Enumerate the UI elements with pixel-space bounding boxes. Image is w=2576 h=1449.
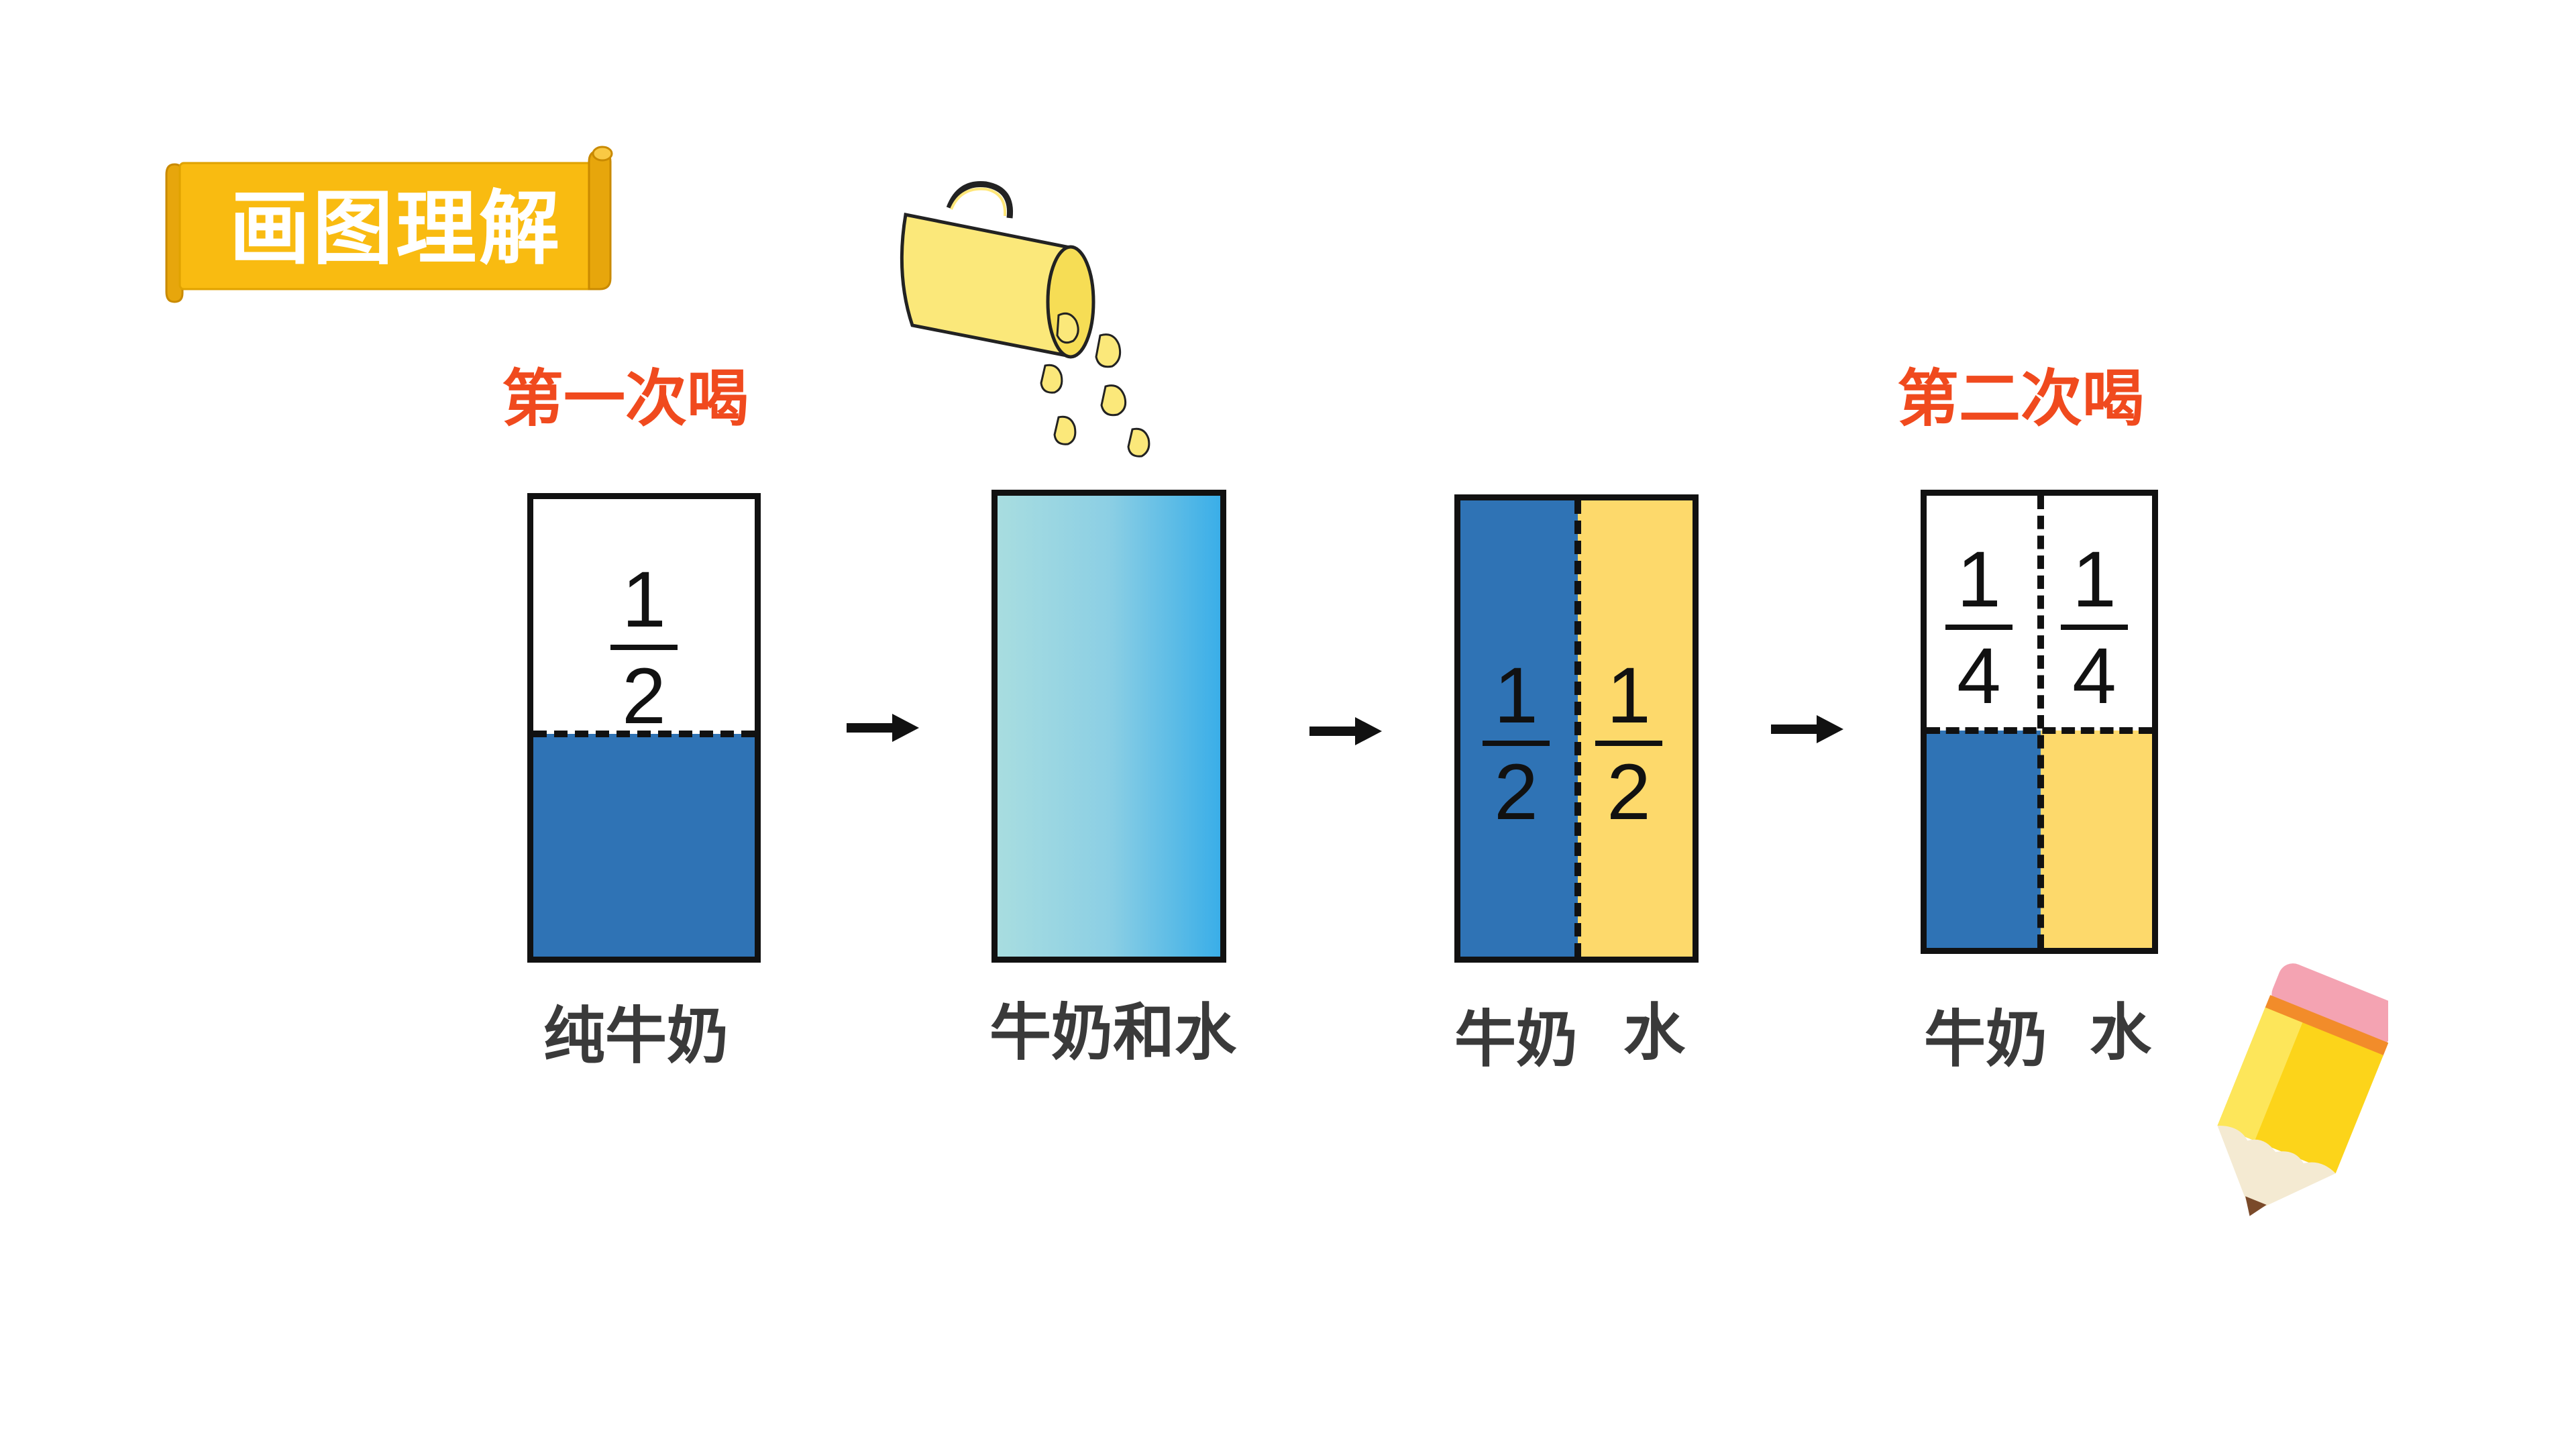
divider-line <box>2037 496 2044 948</box>
beaker-milk-water-mix <box>991 490 1226 963</box>
beaker-second-drink <box>1921 490 2158 954</box>
fraction-numerator: 1 <box>1494 651 1538 740</box>
fraction-milk-quarter: 1 4 <box>1945 540 2012 716</box>
fraction-numerator: 1 <box>1607 651 1651 740</box>
water-half <box>1578 500 1693 957</box>
half-line <box>533 731 755 737</box>
beaker-milk-water-halves <box>1454 494 1699 963</box>
water-quarter <box>2041 731 2152 948</box>
milk-fill <box>533 734 755 957</box>
fraction-milk-half: 1 2 <box>1483 656 1550 832</box>
fraction-bar <box>610 645 678 650</box>
label-milk-and-water: 牛奶和水 <box>989 997 1237 1069</box>
arrow-right-icon <box>1771 715 1843 743</box>
arrow-right-icon <box>847 714 919 742</box>
label-milk: 牛奶 <box>1454 1004 1578 1075</box>
label-water: 水 <box>2090 997 2152 1069</box>
fraction-denominator: 4 <box>1957 632 2001 720</box>
fraction-water-half: 1 2 <box>1595 656 1662 832</box>
label-water: 水 <box>1623 997 1686 1069</box>
fraction-denominator: 2 <box>1494 748 1538 837</box>
heading-second-drink: 第二次喝 <box>1897 363 2145 435</box>
milk-quarter <box>1927 731 2041 948</box>
fraction-denominator: 2 <box>622 652 666 741</box>
beaker-pure-milk <box>527 493 761 963</box>
fraction-bar <box>1483 741 1550 746</box>
fraction-bar <box>1595 741 1662 746</box>
fraction-half-drunk: 1 2 <box>610 560 678 736</box>
fraction-bar <box>1945 625 2012 630</box>
fraction-numerator: 1 <box>622 555 666 644</box>
fraction-denominator: 2 <box>1607 748 1651 837</box>
banner-title: 画图理解 <box>229 182 562 276</box>
label-pure-milk: 纯牛奶 <box>543 1000 729 1072</box>
fraction-bar <box>2061 625 2128 630</box>
milk-half <box>1460 500 1578 957</box>
label-milk: 牛奶 <box>1924 1004 2048 1075</box>
fraction-numerator: 1 <box>1957 535 2001 624</box>
fraction-denominator: 4 <box>2072 632 2116 720</box>
banner-scroll <box>165 146 613 303</box>
heading-first-drink: 第一次喝 <box>502 363 749 435</box>
fraction-water-quarter: 1 4 <box>2061 540 2128 716</box>
arrow-right-icon <box>1309 717 1382 745</box>
pitcher-icon <box>900 180 1150 458</box>
fraction-numerator: 1 <box>2072 535 2116 624</box>
divider-line <box>1574 500 1581 957</box>
pencil-icon <box>2217 963 2388 1216</box>
